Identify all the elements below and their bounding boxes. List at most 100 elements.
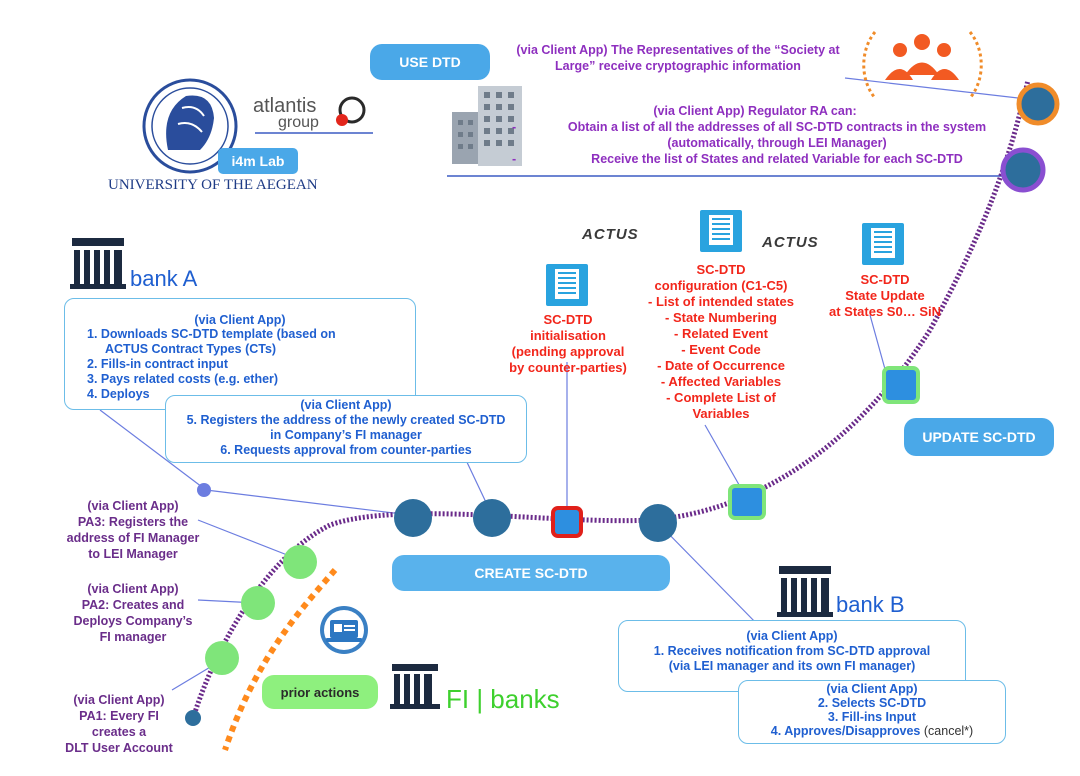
university-name: UNIVERSITY OF THE AEGEAN [108,177,318,193]
bankb-connector [657,522,761,628]
regulator-item-2: Receive the list of States and related V… [591,152,963,166]
sc-update-text: SC-DTD State Update at States S0… SiN [820,272,950,320]
bank-b-step: 2. Selects SC-DTD [817,696,927,710]
regulator-title: (via Client App) Regulator RA can: [653,104,857,118]
sc-update-line: State Update [845,288,925,303]
bank-a-step: 6. Requests approval from counter-partie… [220,443,472,457]
pa3-connector [197,519,301,561]
update-sc-dtd-pill[interactable]: UPDATE SC-DTD [904,418,1054,456]
bank-b-step: (via LEI manager and its own FI manager) [668,659,916,673]
banka-anchor-dot [197,483,211,497]
sc-config-line: - Related Event [674,326,768,341]
sc-config-line: configuration (C1-C5) [654,278,788,293]
atlantis-group-text: group [278,114,319,131]
people-icon [862,31,983,99]
create-node-1[interactable] [394,499,432,537]
society-connector [844,77,1019,99]
regulator-node[interactable] [1000,147,1046,193]
bank-a-box-1: (via Client App) 1. Downloads SC-DTD tem… [64,298,416,410]
regulator-item-1: Obtain a list of all the addresses of al… [567,120,987,150]
bank-b-box-1-title: (via Client App) [746,629,838,643]
sc-config-line: - Date of Occurrence [657,358,785,373]
config-connector [704,424,743,491]
bank-b-step: 3. Fill-ins Input [827,710,917,724]
bank-b-box-2-content: (via Client App) 2. Selects SC-DTD 3. Fi… [739,682,1005,738]
sc-init-text: SC-DTD initialisation (pending approval … [505,312,631,376]
pa3-line: PA3: Registers the [77,515,189,529]
atlantis-logo-text: atlantis [253,95,317,117]
create-sc-dtd-pill[interactable]: CREATE SC-DTD [392,555,670,591]
banka-connector-2 [205,489,411,516]
use-dtd-pill[interactable]: USE DTD [370,44,490,80]
sc-init-line: initialisation [530,328,606,343]
pa1-text: (via Client App) PA1: Every FI creates a… [44,692,194,756]
i4m-lab-badge: i4m Lab [218,148,298,174]
bank-b-step: 4. Approves/Disapproves [770,724,921,738]
sc-config-line: - Affected Variables [660,374,782,389]
bank-a-building-icon [70,238,126,289]
regulator-item-1-row: - Obtain a list of all the addresses of … [512,119,1020,151]
pa2-line: FI manager [99,630,167,644]
sc-config-line: - List of intended states [648,294,794,309]
atlantis-logo-icon [336,96,366,126]
update-document-icon [862,223,904,265]
sc-init-line: SC-DTD [543,312,593,327]
pa3-line: to LEI Manager [88,547,178,561]
start-node [185,710,201,726]
bank-a-step: 4. Deploys [87,387,150,401]
regulator-block: (via Client App) Regulator RA can: - Obt… [512,103,1020,167]
pa1-line: creates a [91,725,147,739]
sc-update-line: SC-DTD [860,272,910,287]
bank-b-step: 1. Receives notification from SC-DTD app… [653,644,931,658]
pa2-node[interactable] [241,586,275,620]
bank-a-step: in Company’s FI manager [270,428,422,442]
pa3-line: (via Client App) [87,499,179,513]
prior-actions-pill[interactable]: prior actions [262,675,378,709]
pa3-node[interactable] [283,545,317,579]
pa3-line: address of FI Manager [66,531,200,545]
update-square-node[interactable] [882,366,920,404]
actus-logo-2: ACTUS [762,234,819,251]
bank-a-box-1-list: 1. Downloads SC-DTD template (based on A… [65,327,415,402]
bank-b-box-2: (via Client App) 2. Selects SC-DTD 3. Fi… [738,680,1006,744]
sc-config-line: Variables [692,406,750,421]
pa2-line: (via Client App) [87,582,179,596]
actus-logo-1: ACTUS [582,226,639,243]
pa2-line: PA2: Creates and [81,598,185,612]
pa3-text: (via Client App) PA3: Registers the addr… [58,498,208,562]
pa2-line: Deploys Company’s [73,614,193,628]
sc-config-line: - Event Code [681,342,761,357]
bank-a-step: 5. Registers the address of the newly cr… [186,413,506,427]
sc-config-text: SC-DTD configuration (C1-C5) - List of i… [636,262,806,422]
university-emblem-icon [142,78,238,174]
bank-a-step: 3. Pays related costs (e.g. ether) [87,372,279,386]
bank-b-box-1-content: (via Client App) 1. Receives notificatio… [619,629,965,674]
sc-init-line: (pending approval [511,344,625,359]
fi-banks-label: FI | banks [446,684,560,714]
create-node-2[interactable] [473,499,511,537]
config-square-node[interactable] [728,484,766,520]
pa1-line: DLT User Account [65,741,173,755]
sc-config-line: - Complete List of [666,390,776,405]
pa1-line: PA1: Every FI [79,709,159,723]
fi-banks-building-icon [390,664,440,709]
bank-b-building-icon [777,566,833,617]
bank-a-label: bank A [130,266,198,291]
pa1-node[interactable] [205,641,239,675]
banka-connector [99,409,207,491]
society-text: (via Client App) The Representatives of … [516,43,840,73]
regulator-building-icon [452,86,522,166]
bank-b-label: bank B [836,592,905,617]
init-square-node[interactable] [551,506,583,538]
bank-a-step: ACTUS Contract Types (CTs) [105,342,277,356]
society-node[interactable] [1016,82,1060,126]
bank-a-step: 1. Downloads SC-DTD template (based on [87,327,336,341]
regulator-item-2-row: - Receive the list of States and related… [512,151,1020,167]
bankb-node[interactable] [639,504,677,542]
pa2-text: (via Client App) PA2: Creates and Deploy… [58,581,208,645]
sc-config-line: - State Numbering [665,310,777,325]
sc-init-line: by counter-parties) [509,360,627,375]
cancel-note: (cancel*) [923,724,974,738]
bank-b-box-2-title: (via Client App) [826,682,918,696]
